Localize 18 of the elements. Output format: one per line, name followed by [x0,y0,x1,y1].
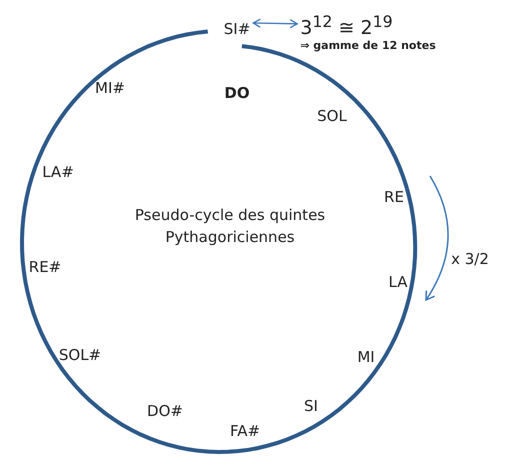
note-label: LA [388,273,408,291]
formula: 3$^{12}$ ≅ 2$^{19}$ [300,12,394,40]
note-label: LA# [42,163,74,181]
note-label: FA# [230,422,260,440]
double-arrow [252,18,298,28]
note-label: SOL [317,107,347,125]
center-title: Pseudo-cycle des quintes Pythagoriciennes [134,205,326,248]
note-label: MI [357,348,375,366]
note-label: SOL# [58,346,102,364]
multiplier-label: x 3/2 [451,250,489,268]
note-label: RE# [28,258,62,276]
note-text: ⇒ gamme de 12 notes [300,39,436,52]
note-label: SI# [224,20,250,38]
note-label: DO# [147,402,183,420]
note-label: MI# [95,79,125,97]
note-label: SI [304,397,318,415]
note-label: DO [224,84,250,102]
note-label: RE [384,188,404,206]
